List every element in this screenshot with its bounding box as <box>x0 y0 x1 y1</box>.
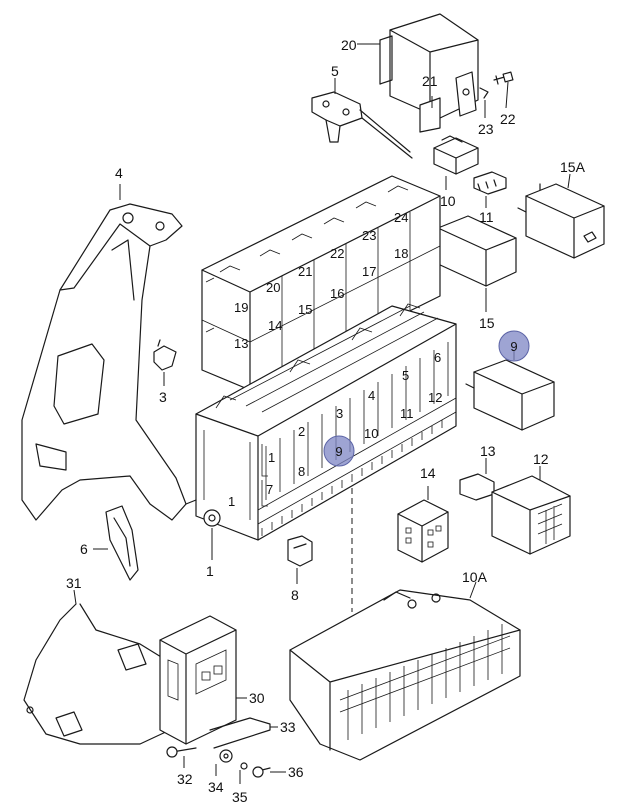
relay-slot-20: 20 <box>266 280 280 295</box>
relay-slot-18: 18 <box>394 246 408 261</box>
highlight-relay-9: 9 <box>498 330 530 362</box>
relay-slot-22: 22 <box>330 246 344 261</box>
callout-36: 36 <box>288 764 304 780</box>
callout-31: 31 <box>66 575 82 591</box>
fuse-slot-4: 4 <box>368 388 375 403</box>
relay-carrier-upper <box>119 175 441 391</box>
callout-14: 14 <box>420 465 436 481</box>
callout-30: 30 <box>249 690 265 706</box>
relay-slot-21: 21 <box>298 264 312 279</box>
part-32-screw <box>166 746 197 768</box>
callout-10: 10 <box>440 193 456 209</box>
part-1-central-box <box>185 303 457 560</box>
relay-slot-23: 23 <box>362 228 376 243</box>
highlight-relay-9-label: 9 <box>510 339 517 354</box>
relay-slot-19: 19 <box>234 300 248 315</box>
part-11-connector <box>473 171 507 208</box>
relay-slot-16: 16 <box>330 286 344 301</box>
part-6-clip <box>93 505 139 581</box>
fuse-slot-1: 1 <box>268 450 275 465</box>
part-33-bracket <box>209 717 278 749</box>
callout-15A: 15A <box>560 159 586 175</box>
fuse-slot-8: 8 <box>298 464 305 479</box>
part-3-clip <box>153 339 177 386</box>
callout-15: 15 <box>479 315 495 331</box>
fuse-slot-12: 12 <box>428 390 442 405</box>
part-15-relay <box>429 215 517 312</box>
callout-21: 21 <box>422 73 438 89</box>
part-35-nut <box>239 762 248 784</box>
relay-slot-14: 14 <box>268 318 282 333</box>
relay-slot-17: 17 <box>362 264 376 279</box>
relay-slot-24: 24 <box>394 210 408 225</box>
part-10-connector <box>433 135 479 190</box>
callout-6: 6 <box>80 541 88 557</box>
callout-32: 32 <box>177 771 193 787</box>
part-20-relay-carrier <box>357 13 479 133</box>
callout-33: 33 <box>280 719 296 735</box>
part-34-washer <box>215 749 233 776</box>
callout-13: 13 <box>480 443 496 459</box>
callout-34: 34 <box>208 779 224 795</box>
part-4-mounting-plate <box>21 203 187 521</box>
fuse-slot-10: 10 <box>364 426 378 441</box>
callout-1: 1 <box>206 563 214 579</box>
fuse-slot-7: 7 <box>266 482 273 497</box>
part-9-relay <box>465 350 555 431</box>
part-14-connector <box>397 486 449 563</box>
highlight-slot-9: 9 <box>323 435 355 467</box>
part-23-clip <box>479 87 489 118</box>
callout-12: 12 <box>533 451 549 467</box>
callout-5: 5 <box>331 63 339 79</box>
callout-4: 4 <box>115 165 123 181</box>
fuse-side-label-1: 1 <box>228 494 235 509</box>
relay-slot-labels: 13 14 15 16 17 18 19 20 21 22 23 24 <box>234 210 408 351</box>
fuse-slot-6: 6 <box>434 350 441 365</box>
callout-10A: 10A <box>462 569 488 585</box>
part-8-clip <box>287 535 313 584</box>
relay-slot-15: 15 <box>298 302 312 317</box>
fuse-slot-2: 2 <box>298 424 305 439</box>
fuse-slot-11: 11 <box>400 406 414 421</box>
part-13-connector <box>459 458 495 501</box>
fuse-slot-5: 5 <box>402 368 409 383</box>
part-22-screw <box>493 71 514 109</box>
part-15A-relay <box>517 173 605 259</box>
callout-3: 3 <box>159 389 167 405</box>
part-12-connector <box>491 466 571 555</box>
callout-20: 20 <box>341 37 357 53</box>
callout-22: 22 <box>500 111 516 127</box>
part-5-bracket <box>311 78 413 159</box>
callout-23: 23 <box>478 121 494 137</box>
fuse-slot-labels: 1 2 3 4 5 6 7 8 10 11 12 1 <box>228 350 442 509</box>
callout-35: 35 <box>232 789 248 805</box>
part-30-relay-holder <box>159 615 247 745</box>
callout-11: 11 <box>479 209 494 225</box>
callout-8: 8 <box>291 587 299 603</box>
relay-slot-13: 13 <box>234 336 248 351</box>
part-36-screw <box>252 766 286 778</box>
callout-labels: 20 5 21 22 23 10 11 15A 4 15 3 13 12 14 … <box>66 37 586 805</box>
fuse-slot-3: 3 <box>336 406 343 421</box>
highlight-slot-9-label: 9 <box>335 444 342 459</box>
part-10A-connector-housing <box>289 581 521 761</box>
part-31-cable-bracket <box>23 589 171 745</box>
